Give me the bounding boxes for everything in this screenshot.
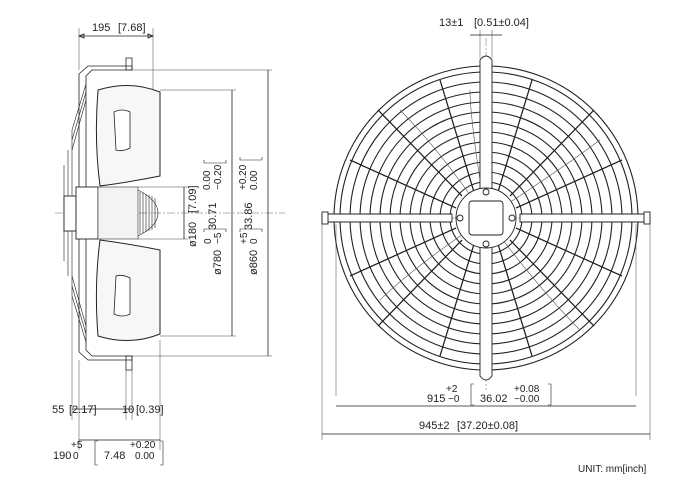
rib-top: [479, 55, 493, 191]
dim-outer-in: 33.86: [243, 202, 255, 230]
guard-side-lower: [71, 275, 87, 343]
dim-outer-tol-upper: +5: [239, 232, 250, 244]
dim-rib-width-in: [0.51±0.04]: [474, 17, 529, 29]
dim-offset-a: 55: [52, 404, 64, 416]
dim-venturi-tol-upper: 0: [203, 238, 214, 244]
bracket-tab-bottom: [125, 355, 133, 371]
dim-venturi-in-tol-lower: −0.20: [213, 164, 224, 190]
dim-overall-width: 945±2: [419, 420, 450, 432]
mount-bar-left: [321, 213, 453, 223]
mount-span-bracket: [470, 383, 552, 406]
dim-mount-span: 915: [427, 393, 445, 405]
dim-venturi-in: 30.71: [207, 202, 219, 230]
bracket-tab-top: [125, 57, 133, 71]
mount-foot-right: [643, 211, 651, 225]
dim-hub-dia-in: [7.09]: [187, 185, 199, 213]
dim-outer-tol-lower: 0: [249, 238, 260, 244]
hub-bolt-bottom: [482, 240, 490, 248]
front-view: [321, 30, 651, 440]
dim-mount-span-in-tol-lower: −0.00: [514, 394, 540, 405]
dim-mount-span-tol-upper: +2: [446, 384, 458, 395]
unit-note: UNIT: mm[inch]: [578, 464, 647, 475]
dim-depth-b: 190: [53, 450, 71, 462]
hub-bolt-right: [508, 214, 516, 222]
dim-hub-dia: ø180: [187, 222, 199, 247]
dim-depth-b-in-tol-lower: 0.00: [135, 451, 155, 462]
dim-flange: 10: [122, 404, 134, 416]
blade-lower-window: [113, 274, 131, 317]
dim-outer-in-tol-lower: 0.00: [249, 170, 260, 190]
rib-bottom: [479, 245, 493, 381]
depth-b-bracket: [94, 440, 98, 466]
mount-bar-right: [519, 213, 651, 223]
dim-depth-total: 195: [92, 22, 110, 34]
dim-venturi-dia: ø780: [212, 250, 224, 275]
blade-upper-window: [113, 109, 131, 152]
dim-flange-in: [0.39]: [136, 404, 164, 416]
dim-mount-span-in: 36.02: [480, 393, 508, 405]
dim-venturi-in-tol-upper: 0.00: [202, 170, 213, 190]
venturi-bracket: [203, 160, 227, 232]
hub-bolt-top: [482, 188, 490, 196]
dim-mount-span-tol-lower: −0: [448, 394, 460, 405]
mount-foot-left: [321, 211, 329, 225]
dim-outer-dia: ø860: [248, 250, 260, 275]
dim-depth-b-in: 7.48: [104, 450, 125, 462]
dim-mount-span-in-tol-upper: +0.08: [514, 384, 540, 395]
dim-rib-width: 13±1: [439, 17, 463, 29]
dim-depth-b-in-tol-upper: +0.20: [130, 440, 156, 451]
dim-offset-a-in: [2.17]: [69, 404, 97, 416]
motor-body: [97, 186, 139, 240]
hub-bolt-left: [456, 214, 464, 222]
hub-square: [468, 200, 504, 236]
diagonal-ribs: [349, 79, 623, 357]
guard-side-upper: [71, 83, 87, 151]
outer-bracket: [239, 157, 263, 232]
dim-depth-b-tol-lower: 0: [73, 451, 79, 462]
dim-overall-width-in: [37.20±0.08]: [457, 420, 518, 432]
dim-depth-b-tol-upper: +5: [71, 440, 83, 451]
dim-outer-in-tol-upper: +0.20: [238, 164, 249, 190]
depth-b-bracket-right: [160, 440, 164, 466]
motor-fins: [137, 189, 159, 237]
motor-front-cap: [63, 195, 77, 232]
dim-venturi-tol-lower: −5: [213, 232, 224, 244]
motor-hub: [75, 186, 99, 240]
side-view: [55, 28, 285, 450]
dim-depth-total-in: [7.68]: [118, 22, 146, 34]
